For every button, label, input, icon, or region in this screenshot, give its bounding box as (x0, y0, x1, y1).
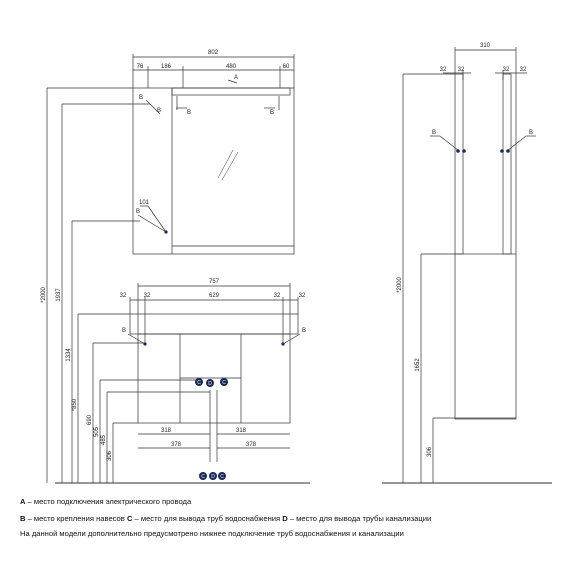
side-cabinet (454, 253, 517, 420)
dim-76: 76 (137, 64, 144, 70)
dim-32: 32 (120, 293, 127, 299)
dim-side-32: 32 (440, 67, 447, 73)
marker-c-right (220, 378, 228, 386)
dim-757: 757 (209, 279, 220, 285)
dim-629: 629 (209, 293, 220, 299)
dim-378-right: 378 (246, 442, 257, 448)
dim-height-505: 505 (94, 426, 100, 437)
dim-480: 480 (226, 64, 237, 70)
dim-side-310: 310 (480, 43, 491, 49)
vanity-top (129, 313, 299, 335)
front-markers (143, 230, 285, 480)
side-view (382, 47, 552, 484)
side-mirror-left-panel (454, 73, 464, 255)
dim-32: 32 (299, 293, 306, 299)
marker-label-c: C (222, 380, 226, 386)
label-b: B (157, 108, 161, 114)
side-label-b: B (432, 130, 436, 136)
side-markers (456, 149, 510, 153)
legend-letter-a: A (20, 497, 26, 506)
vanity-body (137, 333, 291, 424)
dim-side-306: 306 (427, 446, 433, 457)
mirror-glare-2 (221, 151, 239, 181)
dim-186: 186 (161, 64, 172, 70)
dim-side-32: 32 (458, 67, 465, 73)
label-b: B (270, 110, 274, 116)
floor-label-d: D (211, 474, 215, 480)
label-a: A (234, 75, 238, 81)
legend-letter-c: C (126, 514, 133, 523)
floor-label-c: C (220, 474, 224, 480)
dim-side-32: 32 (520, 67, 527, 73)
floor-label-c: C (201, 474, 205, 480)
front-view (46, 54, 310, 484)
marker-label-d: D (208, 381, 212, 387)
dim-height-485: 485 (101, 434, 107, 445)
floor-marker-c-left (199, 472, 207, 480)
side-hook-marker (500, 149, 504, 153)
side-label-b: B (529, 130, 533, 136)
dim-side-2000: *2000 (397, 276, 403, 292)
legend-line-bcd: B – место крепления навесов C – место дл… (20, 514, 431, 523)
marker-label-c: C (197, 380, 201, 386)
side-hook-marker (462, 149, 466, 153)
legend-text-b: – место крепления навесов (25, 514, 127, 523)
dim-height-850: *850 (72, 398, 78, 411)
dim-318-right: 318 (236, 428, 247, 434)
label-b: B (136, 209, 140, 215)
side-hook-marker (456, 149, 460, 153)
dim-60: 60 (283, 64, 290, 70)
dim-101: 101 (139, 200, 150, 206)
dim-height-1937: 1937 (56, 288, 62, 302)
marker-c-left (195, 378, 203, 386)
dim-side-32: 32 (503, 67, 510, 73)
hook-marker (164, 230, 168, 234)
legend-letter-d: D (282, 514, 288, 523)
legend-line-a: A – место подключения электрического про… (20, 497, 191, 506)
legend-text-d: – место для вывода трубы канализации (287, 514, 432, 523)
label-b: B (122, 328, 126, 334)
label-b: B (187, 110, 191, 116)
legend-text-c: – место для вывода труб водоснабжения (132, 514, 283, 523)
floor-marker-d (209, 472, 217, 480)
side-hook-marker (506, 149, 510, 153)
hook-marker (143, 342, 147, 346)
dim-height-2000: *2000 (41, 286, 47, 302)
dim-378-left: 378 (171, 442, 182, 448)
mirror-top-shelf (171, 87, 291, 96)
dim-32: 32 (144, 293, 151, 299)
legend-note: На данной модели дополнительно предусмот… (20, 529, 404, 538)
dim-318-left: 318 (161, 428, 172, 434)
legend-letter-b: B (20, 514, 26, 523)
dim-32: 32 (274, 293, 281, 299)
dim-height-690: 690 (87, 414, 93, 425)
floor-marker-c-right (218, 472, 226, 480)
dim-mirror-width: 802 (208, 50, 219, 56)
marker-d-center (206, 379, 214, 387)
mirror-glare-1 (217, 149, 234, 179)
side-mirror-right-panel (502, 73, 512, 255)
hook-marker (281, 342, 285, 346)
dim-height-1334: 1334 (66, 348, 72, 362)
label-b: B (139, 95, 143, 101)
label-b: B (302, 328, 306, 334)
dim-height-306: 306 (107, 450, 113, 461)
dim-side-1652: 1652 (415, 358, 421, 372)
legend-text-a: – место подключения электрического прово… (25, 497, 192, 506)
